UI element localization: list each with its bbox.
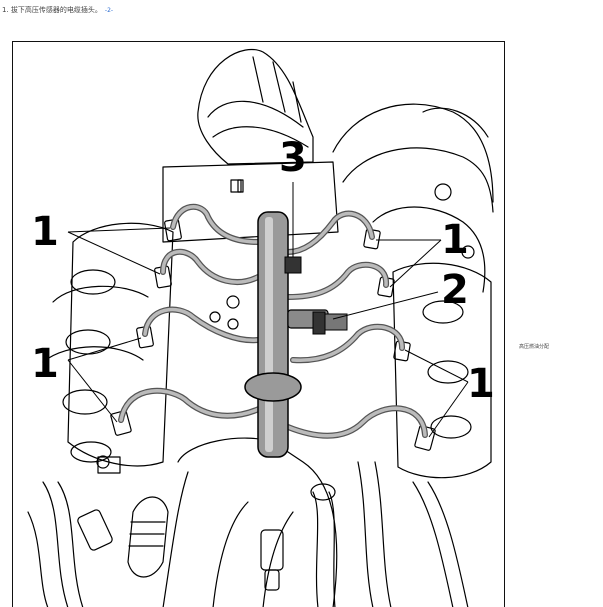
engine-line-drawing [27, 48, 494, 607]
step-text: 1. 拔下高压传感器的电缆插头。 [2, 6, 102, 14]
callout-2-pressure-sensor: 2 [441, 267, 469, 313]
figure-caption: 高压燃油分配 [519, 344, 550, 350]
callout-1-lower-right: 1 [467, 361, 495, 407]
callout-3-connector: 3 [279, 135, 307, 181]
callout-1-upper-left: 1 [31, 209, 59, 255]
engine-illustration: 1 1 1 1 2 3 [12, 41, 505, 607]
step-reference-link[interactable]: -2- [104, 7, 114, 14]
callout-1-lower-left: 1 [31, 341, 59, 387]
step-instruction: 1. 拔下高压传感器的电缆插头。-2- [2, 5, 113, 16]
callout-1-upper-right: 1 [441, 217, 469, 263]
